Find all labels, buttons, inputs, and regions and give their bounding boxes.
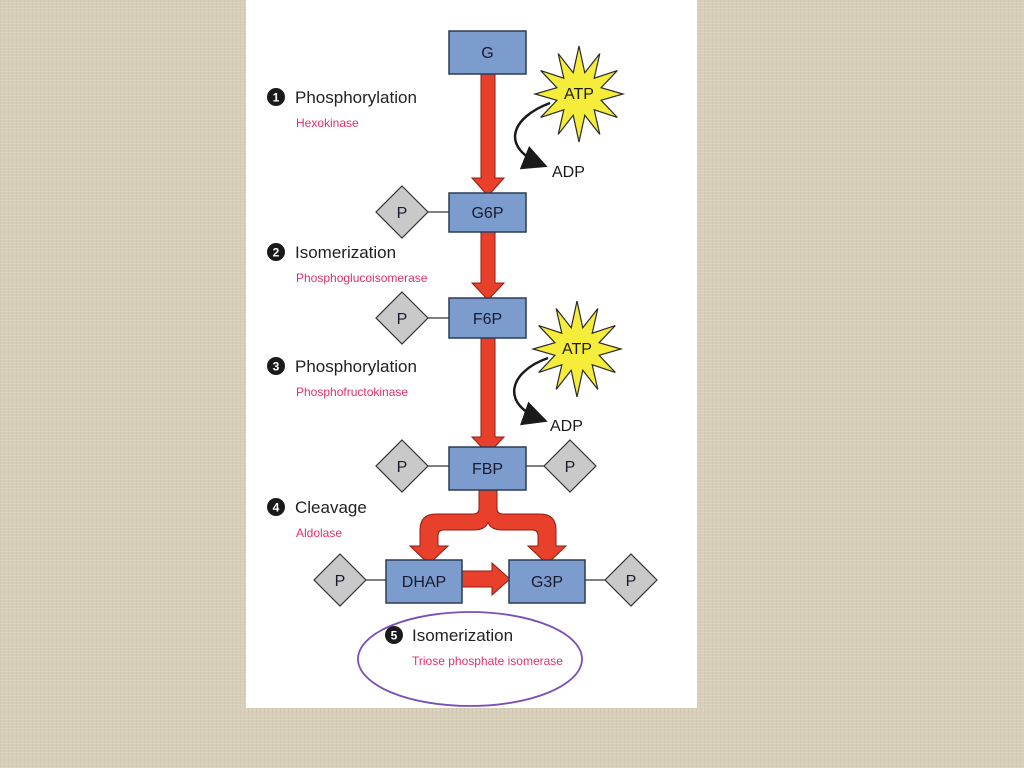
step-2-number: 2 <box>273 246 280 260</box>
molecule-g3p: G3P <box>508 559 586 604</box>
svg-text:G: G <box>481 45 493 62</box>
arrow-g-to-g6p <box>470 73 506 197</box>
svg-text:FBP: FBP <box>472 461 503 478</box>
phosphate-fbp-left: P <box>375 439 429 493</box>
svg-text:P: P <box>397 205 408 222</box>
atp-adp-curve-1 <box>513 101 551 170</box>
atp-starburst-1: ATP <box>532 45 626 143</box>
step-3-enzyme: Phosphofructokinase <box>296 385 408 399</box>
phosphate-dhap: P <box>313 553 367 607</box>
svg-text:P: P <box>335 573 346 590</box>
svg-text:F6P: F6P <box>473 311 502 328</box>
molecule-g6p: G6P <box>448 192 527 233</box>
arrow-f6p-to-fbp <box>470 337 506 455</box>
svg-text:G3P: G3P <box>531 574 563 591</box>
svg-text:P: P <box>397 311 408 328</box>
step-3-number: 3 <box>273 360 280 374</box>
step-2-enzyme: Phosphoglucoisomerase <box>296 271 428 285</box>
phosphate-fbp-right: P <box>543 439 597 493</box>
atp-starburst-2: ATP <box>530 300 624 398</box>
step-1-title: Phosphorylation <box>295 88 417 107</box>
step-4-enzyme: Aldolase <box>296 526 342 540</box>
svg-text:P: P <box>565 459 576 476</box>
step-1-enzyme: Hexokinase <box>296 116 359 130</box>
step-4-number: 4 <box>273 501 280 515</box>
step-5-title: Isomerization <box>412 626 513 645</box>
adp-label-2: ADP <box>550 418 583 435</box>
molecule-g: G <box>448 30 527 75</box>
atp-adp-curve-2 <box>513 356 549 426</box>
step-2: 2 Isomerization Phosphoglucoisomerase <box>267 243 428 285</box>
step-1-number: 1 <box>273 91 280 105</box>
step-5-number: 5 <box>391 629 398 643</box>
svg-text:P: P <box>397 459 408 476</box>
step-3-title: Phosphorylation <box>295 357 417 376</box>
molecule-f6p: F6P <box>448 297 527 339</box>
step-5-enzyme: Triose phosphate isomerase <box>412 654 563 668</box>
phosphate-f6p: P <box>375 291 429 345</box>
svg-text:P: P <box>626 573 637 590</box>
arrow-fbp-split <box>408 489 568 565</box>
step-4-title: Cleavage <box>295 498 367 517</box>
step-1: 1 Phosphorylation Hexokinase <box>267 88 417 130</box>
molecule-fbp: FBP <box>448 446 527 491</box>
step-2-title: Isomerization <box>295 243 396 262</box>
adp-label-1: ADP <box>552 164 585 181</box>
atp-label-2: ATP <box>562 341 592 358</box>
arrow-dhap-to-g3p <box>461 561 511 597</box>
svg-text:DHAP: DHAP <box>402 574 446 591</box>
phosphate-g6p: P <box>375 185 429 239</box>
phosphate-g3p: P <box>604 553 658 607</box>
highlight-ellipse <box>357 611 583 707</box>
step-5: 5 Isomerization Triose phosphate isomera… <box>385 626 563 668</box>
molecule-dhap: DHAP <box>385 559 463 604</box>
atp-label-1: ATP <box>564 86 594 103</box>
step-3: 3 Phosphorylation Phosphofructokinase <box>267 357 417 399</box>
svg-text:G6P: G6P <box>471 205 503 222</box>
step-4: 4 Cleavage Aldolase <box>267 498 367 540</box>
arrow-g6p-to-f6p <box>470 231 506 301</box>
